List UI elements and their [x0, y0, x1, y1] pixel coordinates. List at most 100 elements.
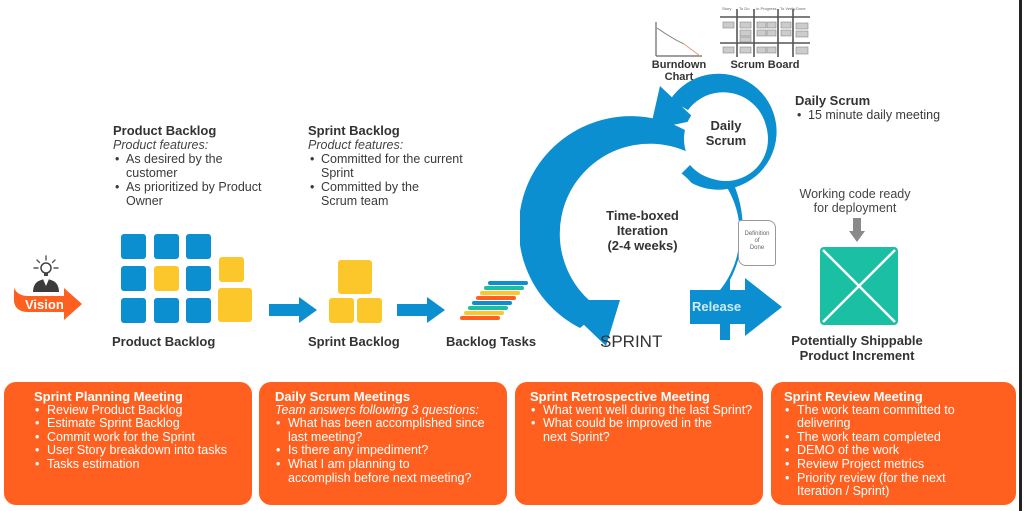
daily-scrum-bullet: 15 minute daily meeting	[795, 108, 995, 122]
burndown-chart-icon	[655, 22, 702, 57]
backlog-tasks-icon	[460, 281, 528, 320]
product-backlog-bullet: As desired by the customer	[113, 152, 233, 180]
increment-note: Working code ready for deployment	[790, 187, 920, 215]
increment-caption: Potentially Shippable Product Increment	[782, 333, 932, 363]
increment-note-line: for deployment	[813, 201, 897, 215]
burndown-chart-label: Burndown Chart	[646, 59, 712, 83]
backlog-item	[186, 298, 211, 323]
panel-bullet: Review Product Backlog	[34, 403, 242, 418]
daily-text-line: Scrum	[705, 133, 747, 148]
panel-bullet: What could be improved in the next Sprin…	[530, 416, 730, 444]
backlog-item	[218, 288, 252, 322]
board-column-label: Story	[722, 6, 732, 11]
panel-bullet: What has been accomplished since last me…	[275, 416, 485, 444]
sprint-caption: SPRINT	[600, 332, 663, 351]
panel-bullet: Commit work for the Sprint	[34, 430, 242, 445]
increment-caption-line: Potentially Shippable	[791, 333, 923, 348]
release-label: Release	[692, 299, 742, 314]
burndown-label-line: Chart	[664, 71, 694, 83]
scrum-board-icon	[720, 9, 810, 57]
sprint-backlog-bullet: Committed by the Scrum team	[308, 180, 458, 208]
increment-caption-line: Product Increment	[799, 348, 915, 363]
dod-text: Done	[749, 245, 765, 251]
daily-scrum-arrowhead	[650, 86, 696, 130]
backlog-item	[121, 234, 146, 259]
dod-text: of	[754, 238, 760, 244]
panel-bullet: What I am planning to accomplish before …	[275, 457, 475, 485]
panel-bullet: Estimate Sprint Backlog	[34, 417, 242, 431]
flow-arrow-icon	[397, 297, 445, 323]
backlog-item	[186, 266, 211, 291]
flow-arrow-icon	[269, 297, 317, 323]
backlog-tasks-caption: Backlog Tasks	[446, 334, 537, 349]
panel-bullet: Review Project metrics	[784, 457, 1006, 472]
board-column-label: To Verify	[780, 6, 796, 11]
increment-note-line: Working code ready	[799, 187, 911, 201]
loop-text-line: Iteration	[616, 223, 669, 238]
panel-bullet: What went well during the last Sprint?	[530, 403, 753, 418]
board-column-label: In Progress	[756, 6, 777, 11]
dod-text: Definition	[744, 231, 770, 237]
sprint-backlog-title: Sprint Backlog	[308, 123, 400, 138]
daily-scrum-center	[684, 97, 768, 181]
daily-scrum-loop-text: Daily Scrum	[695, 118, 757, 148]
product-backlog-description: Product Backlog Product features: As des…	[113, 123, 273, 209]
panel-bullet: Priority review (for the next Iteration …	[784, 471, 954, 499]
vision-label: Vision	[25, 297, 64, 312]
panel-bullet: Tasks estimation	[34, 457, 242, 472]
backlog-item	[219, 257, 244, 282]
sprint-loop-arrow	[520, 116, 743, 340]
shippable-increment-icon	[820, 247, 898, 325]
sprint-cycle-diagram	[520, 73, 782, 346]
panel-sprint-planning: Sprint Planning Meeting Review Product B…	[4, 382, 252, 505]
panel-bullet: The work team committed to delivering	[784, 403, 1006, 431]
panel-bullet: The work team completed	[784, 430, 1006, 445]
panel-sprint-review: Sprint Review Meeting The work team comm…	[771, 382, 1016, 505]
panel-bullet: Is there any impediment?	[275, 444, 497, 458]
backlog-item	[154, 298, 179, 323]
burndown-label-line: Burndown	[651, 59, 707, 71]
scrum-board-columns: Story To Do In Progress To Verify Done	[720, 4, 810, 12]
sprint-backlog-subtitle: Product features:	[308, 138, 404, 152]
daily-scrum-description: Daily Scrum 15 minute daily meeting	[795, 93, 995, 123]
panel-sprint-retrospective: Sprint Retrospective Meeting What went w…	[515, 382, 763, 505]
sprint-item	[338, 260, 372, 294]
panel-title: Sprint Planning Meeting	[34, 389, 183, 404]
panel-bullet: DEMO of the work	[784, 444, 1006, 458]
panel-title: Daily Scrum Meetings	[275, 389, 411, 404]
sprint-item	[357, 298, 382, 323]
product-backlog-caption: Product Backlog	[112, 334, 216, 349]
backlog-item	[121, 266, 146, 291]
sprint-loop-text: Time-boxed Iteration (2-4 weeks)	[585, 208, 700, 253]
vision-block: Vision	[8, 250, 88, 325]
backlog-item	[154, 234, 179, 259]
sprint-backlog-caption: Sprint Backlog	[308, 334, 400, 349]
loop-text-line: (2-4 weeks)	[607, 238, 678, 253]
vision-arrow-icon	[14, 255, 82, 320]
right-border	[1019, 0, 1022, 511]
product-backlog-subtitle: Product features:	[113, 138, 209, 152]
panel-title: Sprint Retrospective Meeting	[530, 389, 710, 404]
definition-of-done-scroll: Definition of Done	[738, 220, 776, 266]
right-margin	[1022, 0, 1024, 511]
board-column-label: To Do	[739, 6, 750, 11]
daily-scrum-title: Daily Scrum	[795, 93, 871, 108]
scrum-board-label: Scrum Board	[730, 59, 800, 71]
product-backlog-title: Product Backlog	[113, 123, 217, 138]
sprint-backlog-description: Sprint Backlog Product features: Committ…	[308, 123, 468, 209]
product-backlog-bullet: As prioritized by Product Owner	[113, 180, 273, 208]
loop-text-line: Time-boxed	[606, 208, 679, 223]
backlog-item	[121, 298, 146, 323]
daily-text-line: Daily	[710, 118, 742, 133]
down-arrow-icon	[849, 218, 865, 242]
panel-bullet: User Story breakdown into tasks	[34, 444, 242, 458]
backlog-item	[186, 234, 211, 259]
sprint-loop-arrowhead	[558, 300, 620, 346]
sprint-loop-center	[577, 160, 707, 290]
sprint-backlog-bullet: Committed for the current Sprint	[308, 152, 468, 180]
panel-daily-scrum: Daily Scrum Meetings Team answers follow…	[259, 382, 507, 505]
backlog-item	[154, 266, 179, 291]
board-column-label: Done	[796, 6, 806, 11]
panel-title: Sprint Review Meeting	[784, 389, 923, 404]
panel-subtitle: Team answers following 3 questions:	[275, 402, 479, 417]
